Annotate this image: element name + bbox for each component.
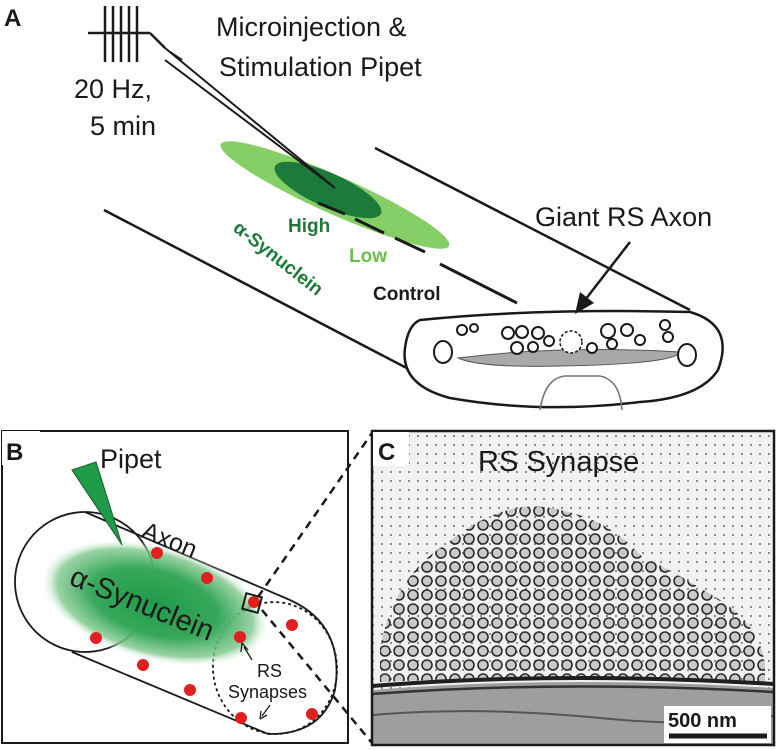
stim-duration-label: 5 min — [90, 111, 156, 141]
panel-a-letter: A — [4, 5, 21, 32]
synapse-pointer-arrows — [240, 642, 271, 720]
level-control-label: Control — [373, 284, 441, 305]
electron-micrograph — [372, 431, 774, 745]
pipet-label-line1: Microinjection & — [216, 12, 407, 42]
panel-c-letter: C — [378, 439, 395, 466]
panel-c-frame — [370, 429, 776, 747]
panel-c-title: RS Synapse — [478, 446, 639, 478]
microinjection-pipet — [164, 47, 336, 189]
axon-pointer-arrow — [575, 241, 631, 314]
panel-a: A 20 Hz, 5 min Microinjection & Stimulat… — [4, 5, 724, 411]
panel-c: C RS Synapse 500 nm — [370, 429, 776, 747]
pipet-icon-b — [71, 461, 123, 546]
level-low-label: Low — [349, 246, 387, 267]
panel-b: B Pipet Axon α-Synuclein RS Synapses — [1, 430, 349, 744]
concentration-dashes — [317, 201, 518, 305]
pipet-label-line2: Stimulation Pipet — [219, 52, 422, 82]
axon-cross-section — [433, 319, 697, 411]
zoom-box — [240, 591, 264, 615]
pipet-label-b: Pipet — [100, 444, 162, 474]
axon-label: Giant RS Axon — [535, 202, 712, 232]
synapse-dots — [90, 547, 318, 724]
panel-b-letter: B — [6, 439, 23, 466]
synapses-label-line1: RS — [257, 661, 282, 681]
high-synuclein-cloud — [274, 161, 382, 219]
level-high-label: High — [288, 216, 330, 237]
stimulation-pulse-icon — [88, 6, 166, 62]
synapses-label-line2: Synapses — [228, 682, 307, 702]
scale-bar-label: 500 nm — [668, 710, 737, 732]
active-zone-icon — [559, 330, 583, 354]
giant-axon-outline — [103, 146, 724, 409]
stim-frequency-label: 20 Hz, — [74, 74, 152, 104]
zoom-connector-lines — [256, 432, 374, 744]
